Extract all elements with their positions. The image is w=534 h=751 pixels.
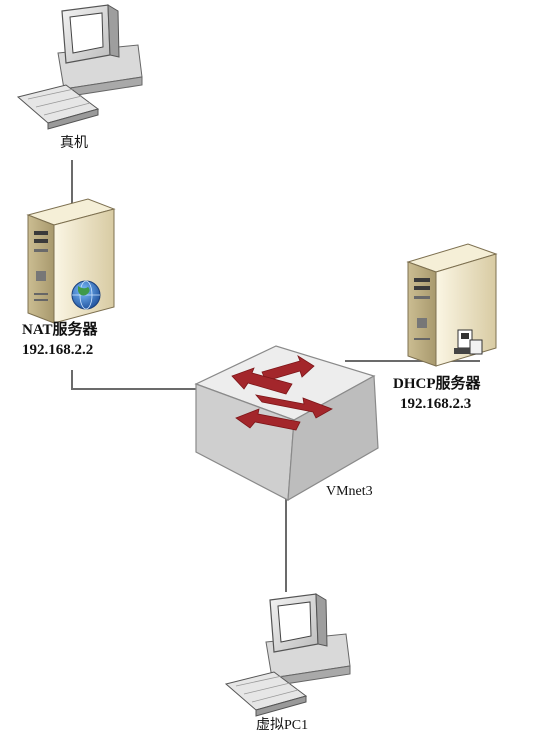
globe-icon — [71, 280, 101, 310]
nat-server-ip: 192.168.2.2 — [22, 342, 94, 358]
network-switch-icon — [194, 345, 379, 502]
switch-label: VMnet3 — [326, 484, 373, 499]
virtual-pc-icon — [224, 593, 351, 717]
link-nat-switch — [71, 370, 198, 390]
nat-server-icon — [26, 198, 116, 324]
dhcp-server-icon — [406, 243, 498, 367]
links — [71, 160, 480, 592]
dhcp-server-ip: 192.168.2.3 — [400, 396, 472, 412]
host-label: 真机 — [60, 136, 88, 151]
dhcp-server-name: DHCP服务器 — [393, 376, 481, 392]
dhcp-badge-icon — [454, 329, 483, 355]
host-pc-icon — [16, 4, 143, 130]
nat-server-name: NAT服务器 — [22, 322, 98, 338]
virtual-pc-label: 虚拟PC1 — [256, 718, 309, 733]
